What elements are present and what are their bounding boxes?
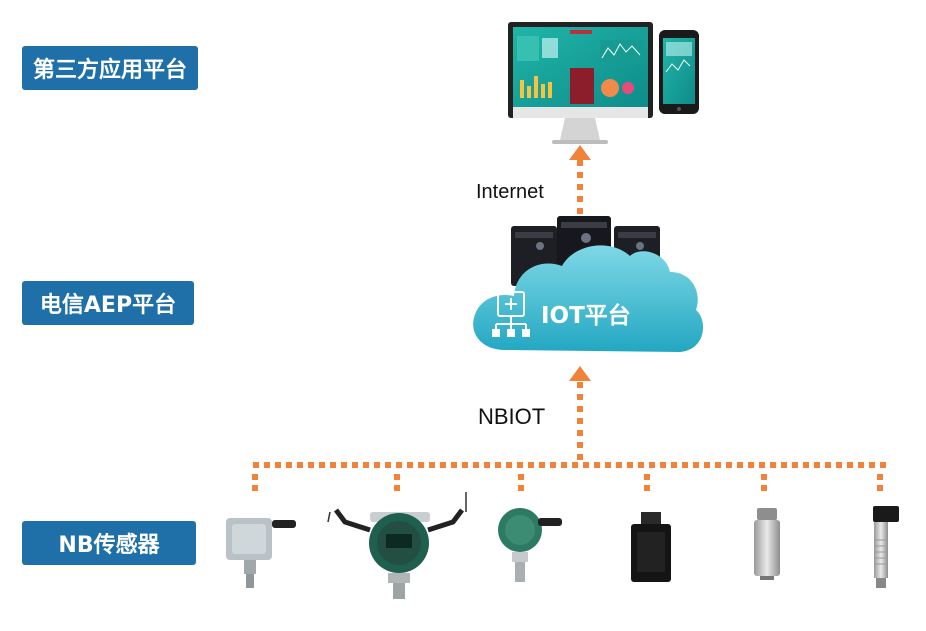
cloud-icon: [473, 245, 704, 352]
internet-arrow: [569, 145, 591, 214]
tier-label-app: 第三方应用平台: [22, 46, 198, 90]
iot-hub-icon: [492, 291, 530, 337]
internet-label: Internet: [476, 181, 544, 203]
sensor-icon: [498, 508, 562, 582]
sensor-icon: [754, 508, 780, 580]
nbiot-label: NBIOT: [478, 404, 546, 429]
iot-platform-label: IOT平台: [541, 302, 631, 329]
tier-label-aep: 电信AEP平台: [22, 281, 194, 325]
nbiot-arrow: [569, 366, 591, 460]
sensor-bus-line: [252, 462, 886, 491]
phone-icon: [659, 30, 699, 114]
sensor-icon: [631, 512, 671, 582]
sensor-icon: [327, 492, 467, 599]
monitor-icon: [508, 22, 653, 144]
tier-label-sensor: NB传感器: [22, 521, 196, 565]
sensor-icon: [226, 518, 296, 588]
sensor-icon: [873, 506, 899, 588]
